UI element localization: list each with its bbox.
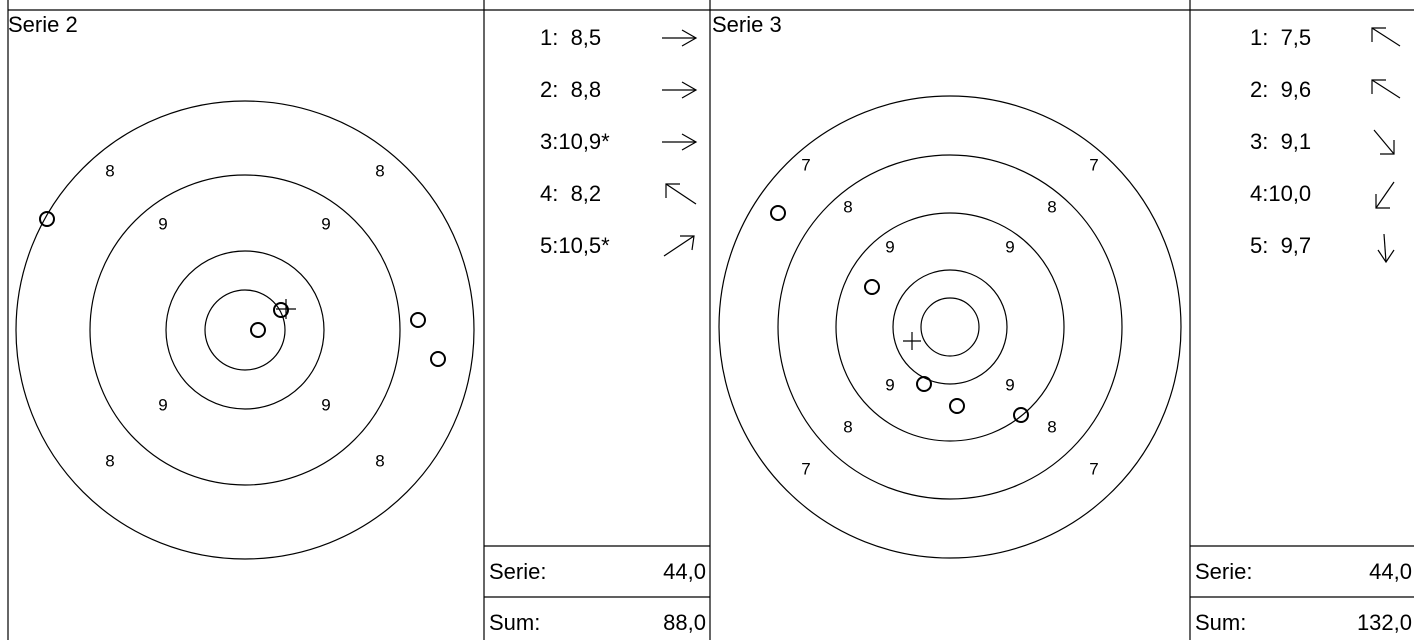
- target-ring-8: [835, 212, 1065, 442]
- ring-number-8: 8: [1047, 197, 1056, 216]
- ring-number-7: 7: [801, 155, 810, 174]
- mean-point-cross: [276, 299, 296, 319]
- shot-value: 1: 8,5: [540, 25, 602, 50]
- ring-number-8: 8: [105, 451, 114, 470]
- shot-value: 4: 8,2: [540, 181, 602, 206]
- up-left-arrow-icon: [1371, 79, 1401, 99]
- right-arrow-icon: [662, 133, 698, 151]
- ring-number-9: 9: [1005, 375, 1014, 394]
- target-ring-outer: [15, 100, 475, 560]
- shot-hole: [410, 312, 426, 328]
- down-left-arrow-icon: [1375, 181, 1395, 209]
- target-ring-10: [204, 289, 286, 371]
- sum-label: Sum:: [489, 610, 541, 635]
- shot-hole: [949, 398, 965, 414]
- up-left-arrow-icon: [1371, 27, 1401, 47]
- serie-label: Serie:: [1195, 559, 1253, 584]
- panel-title-serie-3: Serie 3: [712, 12, 782, 37]
- shot-hole: [250, 322, 266, 338]
- ring-number-9: 9: [1005, 237, 1014, 256]
- shot-value: 2: 8,8: [540, 77, 602, 102]
- panel-title-serie-2: Serie 2: [8, 12, 78, 37]
- ring-number-8: 8: [1047, 417, 1056, 436]
- target-ring-9: [165, 250, 325, 410]
- shot-hole: [916, 376, 932, 392]
- ring-number-7: 7: [801, 459, 810, 478]
- ring-number-9: 9: [885, 237, 894, 256]
- down-arrow-icon: [1377, 233, 1395, 264]
- serie-label: Serie:: [489, 559, 547, 584]
- shot-value: 3:10,9*: [540, 129, 610, 154]
- shot-hole: [273, 302, 289, 318]
- ring-number-9: 9: [158, 214, 167, 233]
- shot-hole: [864, 279, 880, 295]
- shot-hole: [430, 351, 446, 367]
- ring-number-9: 9: [885, 375, 894, 394]
- ring-number-8: 8: [375, 161, 384, 180]
- shot-hole: [770, 205, 786, 221]
- serie-total: 44,0: [1369, 559, 1412, 584]
- right-arrow-icon: [662, 81, 698, 99]
- target-serie-2: 8 8 8 8 9 9 9 9: [15, 100, 475, 560]
- shot-value: 5: 9,7: [1250, 233, 1312, 258]
- ring-number-8: 8: [105, 161, 114, 180]
- ring-number-7: 7: [1089, 155, 1098, 174]
- target-ring-9: [892, 269, 1008, 385]
- shot-value: 2: 9,6: [1250, 77, 1312, 102]
- sum-total: 88,0: [663, 610, 706, 635]
- target-serie-3: 7 7 7 7 8 8 8 8 9 9 9 9: [718, 95, 1182, 559]
- ring-number-7: 7: [1089, 459, 1098, 478]
- shot-value: 3: 9,1: [1250, 129, 1312, 154]
- sum-total: 132,0: [1356, 610, 1412, 635]
- ring-number-8: 8: [375, 451, 384, 470]
- ring-number-8: 8: [843, 417, 852, 436]
- right-arrow-icon: [662, 29, 698, 47]
- shot-value: 5:10,5*: [540, 233, 610, 258]
- shot-hole: [1013, 407, 1029, 423]
- target-ring-10: [920, 297, 980, 357]
- ring-number-8: 8: [843, 197, 852, 216]
- down-right-arrow-icon: [1373, 129, 1395, 155]
- up-left-arrow-icon: [665, 183, 697, 205]
- target-ring-8: [89, 174, 401, 486]
- sum-label: Sum:: [1195, 610, 1247, 635]
- mean-point-cross: [903, 332, 921, 350]
- shot-value: 1: 7,5: [1250, 25, 1312, 50]
- serie-total: 44,0: [663, 559, 706, 584]
- shot-value: 4:10,0: [1250, 181, 1312, 206]
- ring-number-9: 9: [158, 395, 167, 414]
- up-right-arrow-icon: [663, 235, 695, 257]
- ring-number-9: 9: [321, 214, 330, 233]
- target-ring-7: [777, 154, 1123, 500]
- shot-hole: [39, 211, 55, 227]
- target-ring-outer: [718, 95, 1182, 559]
- ring-number-9: 9: [321, 395, 330, 414]
